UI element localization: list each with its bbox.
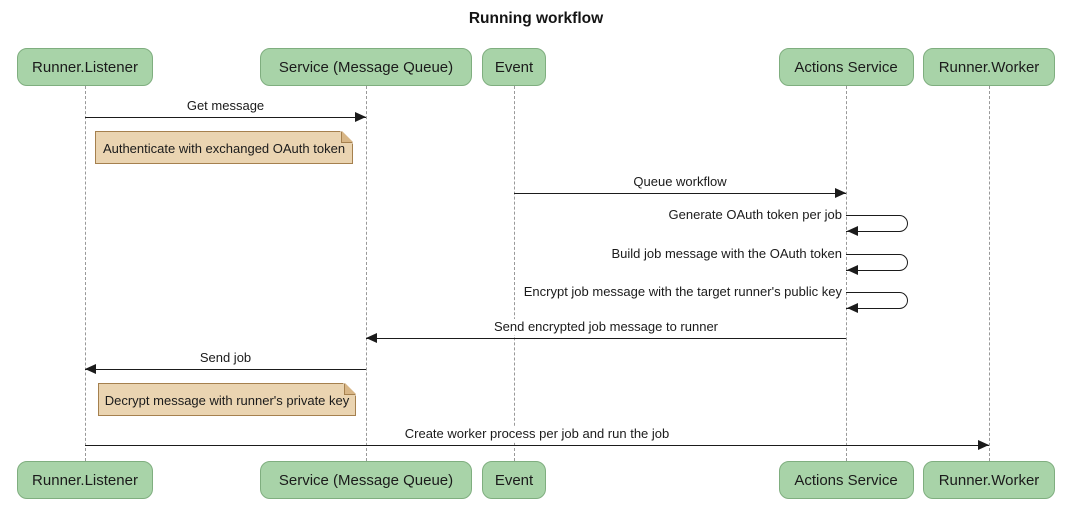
actor-box: Service (Message Queue) [260, 48, 472, 86]
arrowhead-right-icon [835, 188, 846, 198]
message-line [85, 369, 366, 370]
actor-box: Runner.Worker [923, 461, 1055, 499]
message-label: Send job [197, 350, 254, 366]
note: Decrypt message with runner's private ke… [98, 383, 356, 416]
lifeline [514, 86, 515, 461]
lifeline [85, 86, 86, 461]
arrowhead-left-icon [847, 303, 858, 313]
arrowhead-left-icon [847, 226, 858, 236]
message-line [85, 445, 989, 446]
actor-box: Actions Service [778, 48, 914, 86]
self-message-label: Encrypt job message with the target runn… [523, 284, 842, 299]
self-message-loop [846, 254, 908, 271]
actor-box: Actions Service [778, 461, 914, 499]
message-label: Create worker process per job and run th… [402, 426, 672, 442]
message-line [85, 117, 366, 118]
self-message-loop [846, 292, 908, 309]
actor-box: Event [482, 461, 546, 499]
actor-box: Runner.Listener [17, 461, 153, 499]
actor-box: Runner.Listener [17, 48, 153, 86]
lifeline [846, 86, 847, 461]
lifeline [989, 86, 990, 461]
message-label: Send encrypted job message to runner [491, 319, 721, 335]
self-message-label: Build job message with the OAuth token [611, 246, 842, 261]
lifeline [366, 86, 367, 461]
message-line [366, 338, 846, 339]
message-line [514, 193, 846, 194]
actor-box: Event [482, 48, 546, 86]
arrowhead-left-icon [847, 265, 858, 275]
self-message-loop [846, 215, 908, 232]
arrowhead-left-icon [85, 364, 96, 374]
message-label: Get message [184, 98, 267, 114]
note-fold-flap [342, 131, 353, 142]
actor-box: Service (Message Queue) [260, 461, 472, 499]
arrowhead-right-icon [355, 112, 366, 122]
note-fold-flap [345, 383, 356, 394]
note: Authenticate with exchanged OAuth token [95, 131, 353, 164]
actor-box: Runner.Worker [923, 48, 1055, 86]
diagram-title: Running workflow [468, 10, 604, 27]
arrowhead-left-icon [366, 333, 377, 343]
arrowhead-right-icon [978, 440, 989, 450]
self-message-label: Generate OAuth token per job [668, 207, 842, 222]
message-label: Queue workflow [631, 174, 729, 190]
